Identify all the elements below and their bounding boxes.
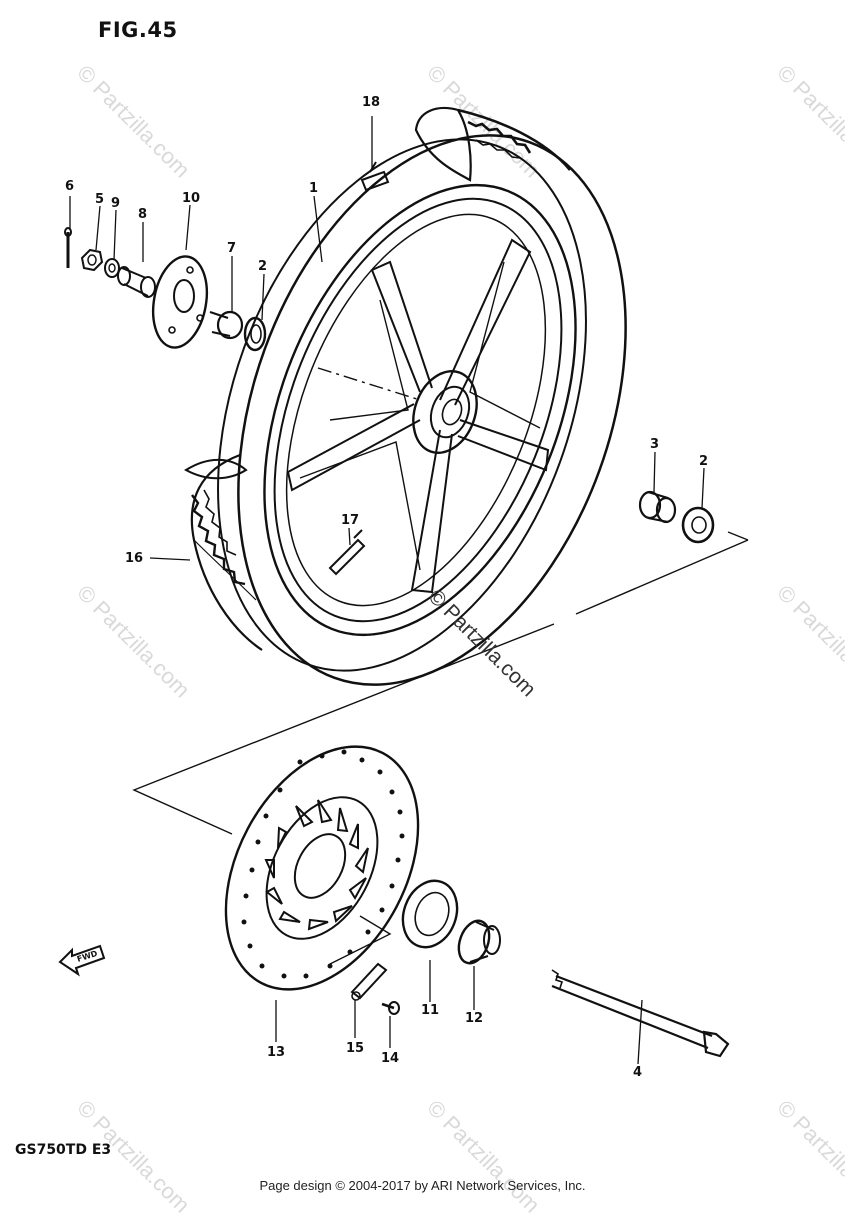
model-label: GS750TD E3 — [15, 1142, 112, 1158]
spacer — [117, 266, 156, 298]
callout-2-right: 2 — [699, 454, 708, 469]
bearing-right — [681, 506, 715, 544]
oil-seal — [401, 879, 459, 949]
callout-8: 8 — [138, 207, 147, 222]
brake-disc — [224, 745, 420, 991]
callout-18: 18 — [362, 95, 380, 110]
valve-cap — [360, 161, 390, 192]
cotter-pin — [64, 227, 72, 268]
tire — [184, 106, 627, 686]
footer-copyright: Page design © 2004-2017 by ARI Network S… — [259, 1178, 586, 1193]
callout-15: 15 — [346, 1041, 364, 1056]
callout-12: 12 — [465, 1011, 483, 1026]
callout-5: 5 — [95, 192, 104, 207]
washer — [104, 258, 120, 278]
hub-spacer — [457, 919, 501, 965]
forward-arrow — [58, 944, 106, 977]
leader-lines — [69, 116, 705, 1065]
lock-washer — [350, 962, 388, 1001]
axle — [551, 969, 730, 1058]
callout-3: 3 — [650, 437, 659, 452]
axle-nut — [80, 248, 104, 272]
callout-9: 9 — [111, 196, 120, 211]
callout-4: 4 — [633, 1065, 642, 1080]
callout-6: 6 — [65, 179, 74, 194]
callout-16: 16 — [125, 551, 143, 566]
bearing-left — [243, 316, 267, 352]
speedometer-gearbox — [151, 255, 209, 349]
callout-14: 14 — [381, 1051, 399, 1066]
callout-13: 13 — [267, 1045, 285, 1060]
callout-2: 2 — [258, 259, 267, 274]
wheel-rim — [263, 183, 577, 637]
figure-title: FIG.45 — [98, 18, 178, 42]
tire-valve — [328, 529, 366, 576]
dust-seal — [209, 310, 244, 340]
disc-bolt — [381, 1001, 400, 1015]
callout-17: 17 — [341, 513, 359, 528]
callout-10: 10 — [182, 191, 200, 206]
spacer-right — [638, 490, 677, 524]
callout-7: 7 — [227, 241, 236, 256]
callout-1: 1 — [309, 181, 318, 196]
callout-11: 11 — [421, 1003, 439, 1018]
